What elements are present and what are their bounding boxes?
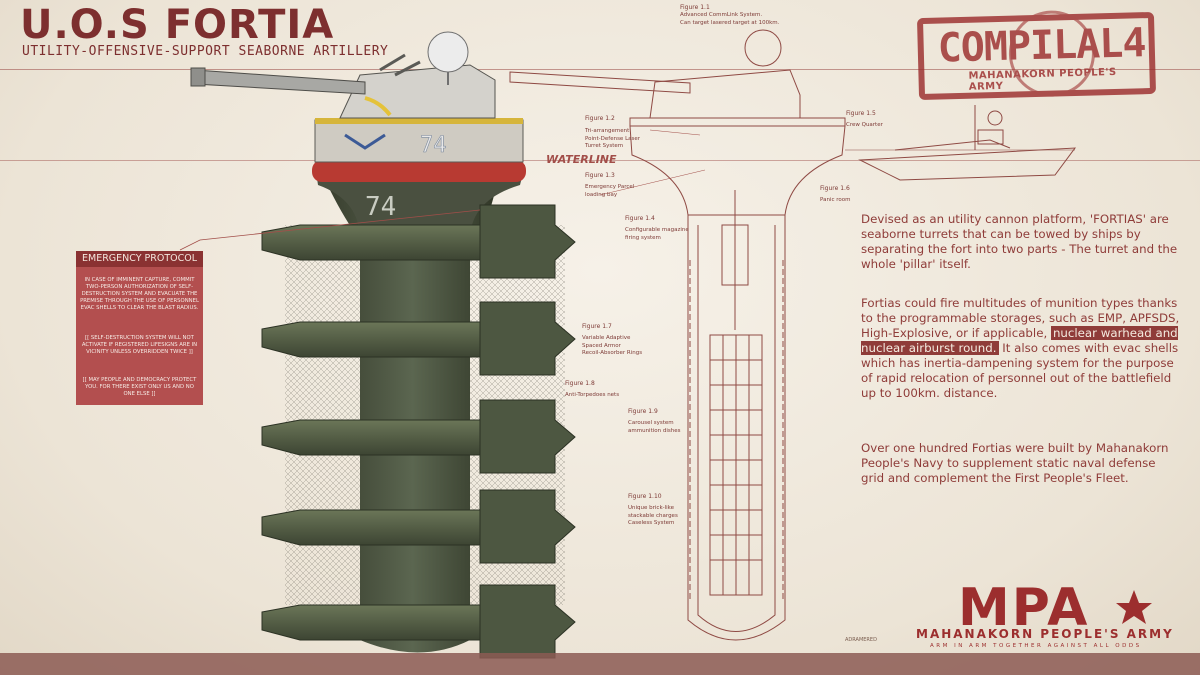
mpa-name: MAHANAKORN PEOPLE'S ARMY (916, 627, 1174, 641)
blueprint-cutaway (509, 29, 1077, 641)
figure-1-8: Figure 1.8 Anti-Torpedoes nets (565, 380, 620, 399)
page-title: U.O.S FORTIA (20, 2, 335, 48)
figure-1-10: Figure 1.10 Unique brick-like stackable … (628, 493, 678, 526)
turret-hull-number: 74 (420, 133, 447, 158)
mpa-motto: ARM IN ARM TOGETHER AGAINST ALL ODDS (930, 643, 1142, 649)
turret-base (314, 119, 524, 163)
description-paragraph-1: Devised as an utility cannon platform, '… (861, 212, 1178, 271)
emergency-protocol-motto: [[ MAY PEOPLE AND DEMOCRACY PROTECT YOU.… (82, 377, 197, 397)
figure-1-4: Figure 1.4 Configurable magazine firing … (625, 215, 689, 241)
pillar-hull-number: 74 (365, 192, 396, 222)
main-cannon (194, 69, 366, 95)
red-band (312, 160, 526, 182)
figure-1-6: Figure 1.6 Panic room (820, 185, 851, 204)
waterline-label: WATERLINE (546, 153, 617, 166)
waterline-rule (0, 160, 1200, 161)
figure-1-3: Figure 1.3 Emergency Parcel loading bay (585, 172, 635, 198)
callout-line (179, 209, 481, 251)
mpa-logo: MPA (958, 578, 1090, 638)
emergency-protocol-text: IN CASE OF IMMINENT CAPTURE, COMMIT TWO-… (80, 277, 199, 311)
description-paragraph-2: Fortias could fire multitudes of munitio… (861, 296, 1181, 401)
figure-1-2: Figure 1.2 Tri-arrangement Point-Defense… (585, 115, 641, 149)
description-paragraph-3: Over one hundred Fortias were built by M… (861, 441, 1169, 485)
description-text: Fortias could fire multitudes of munitio… (861, 296, 1180, 340)
sensor-dome (427, 31, 469, 73)
emergency-protocol-heading: EMERGENCY PROTOCOL (76, 251, 203, 267)
header-rule (0, 69, 1200, 70)
emblem-icon (344, 133, 386, 150)
figure-1-1: Figure 1.1 Advanced CommLink System. Can… (680, 4, 780, 26)
page-subtitle: UTILITY-OFFENSIVE-SUPPORT SEABORNE ARTIL… (22, 44, 389, 59)
figure-1-5: Figure 1.5 Crew Quarter (846, 110, 883, 129)
artist-signature: ADRAMERED (845, 637, 877, 643)
armor-rings (261, 204, 576, 659)
figure-1-7: Figure 1.7 Variable Adaptive Spaced Armo… (582, 323, 643, 356)
description-text-cont: It also comes with evac shells which has… (861, 341, 1179, 400)
emergency-protocol-panel (76, 251, 203, 405)
figure-1-9: Figure 1.9 Carousel system ammunition di… (628, 408, 681, 434)
emergency-protocol-warning: [[ SELF-DESTRUCTION SYSTEM WILL NOT ACTI… (81, 335, 198, 355)
bottom-band (0, 653, 1200, 675)
